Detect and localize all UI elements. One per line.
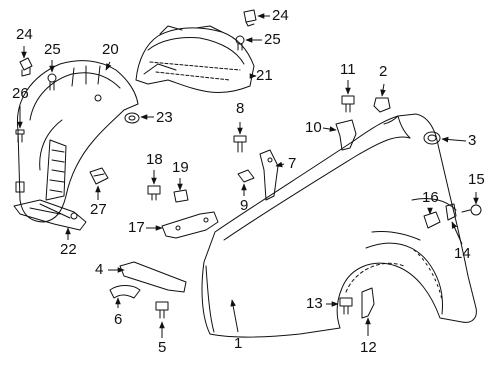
leader-10 [322,126,337,132]
callout-23: 23 [156,109,173,126]
callout-4: 4 [95,261,104,278]
callout-25-left: 25 [44,41,61,58]
callout-17: 17 [128,219,145,236]
leader-7 [275,161,285,168]
grommet-3-part [423,131,441,145]
callout-5: 5 [158,339,167,356]
bolt-26-part [15,129,25,143]
bracket-7-part [259,149,279,201]
bracket-12-part [361,287,375,319]
clip-16-part [423,211,441,229]
callout-21: 21 [256,67,273,84]
leader-14 [451,221,463,245]
callout-27: 27 [90,201,107,218]
callout-22: 22 [60,241,77,258]
rear-liner-part [135,25,255,93]
clip-19-part [173,189,189,203]
bolt-25-top-part [235,35,245,51]
clip-27-part [89,167,109,185]
bracket-4-part [119,261,187,293]
bracket-14-part [445,203,457,221]
nut-2-part [373,97,391,113]
callout-11: 11 [340,61,356,78]
clip-6-part [109,285,141,299]
bracket-17-part [161,211,219,239]
grommet-23-part [124,112,140,124]
callout-24-left: 24 [16,26,33,43]
callout-8: 8 [236,100,245,117]
clip-9-part [237,169,255,183]
leader-1 [230,299,239,333]
bracket-10-part [335,119,357,151]
callout-2: 2 [379,63,388,80]
callout-24-top: 24 [272,7,289,24]
screw-24-left-part [19,57,33,77]
bolt-11-part [341,95,355,113]
callout-15: 15 [468,171,485,188]
leader-20 [105,61,112,71]
leader-2 [380,83,386,97]
callout-14: 14 [454,245,471,262]
leader-3 [441,136,467,143]
callout-3: 3 [468,132,477,149]
bolt-8-part [233,135,247,153]
screw-24-top-part [243,9,257,27]
callout-16: 16 [422,189,439,206]
bolt-5-part [155,301,169,319]
callout-9: 9 [240,197,249,214]
callout-19: 19 [172,159,189,176]
callout-12: 12 [360,339,377,356]
bolt-25-left-part [47,73,57,91]
bolt-13-part [339,297,353,315]
callout-13: 13 [306,295,323,312]
lower-shield-part [13,199,87,231]
callout-20: 20 [102,41,119,58]
bolt-18-part [147,185,161,201]
callout-18: 18 [146,151,163,168]
callout-6: 6 [114,311,123,328]
callout-25-top: 25 [264,31,281,48]
front-liner-part [15,60,139,223]
callout-1: 1 [234,335,243,352]
bolt-15-part [461,204,482,216]
callout-10: 10 [305,119,322,136]
fender-part [201,113,477,338]
callout-26: 26 [12,85,29,102]
callout-7: 7 [288,155,297,172]
leader-lines [17,13,479,338]
